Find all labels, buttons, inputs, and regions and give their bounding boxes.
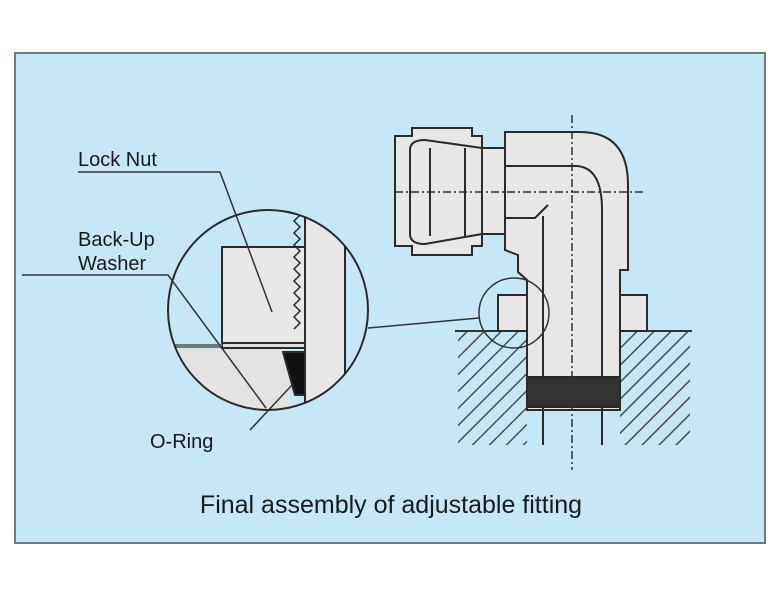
label-backup-washer-1: Back-Up: [78, 229, 155, 251]
detail-circle: [167, 209, 369, 411]
detail-marker: [478, 277, 550, 349]
label-backup-washer-2: Washer: [78, 253, 147, 275]
ground-section: [455, 330, 692, 445]
centerlines: [395, 115, 645, 470]
label-o-ring: O-Ring: [150, 431, 213, 453]
label-lock-nut: Lock Nut: [78, 149, 157, 171]
diagram-caption: Final assembly of adjustable fitting: [200, 491, 582, 519]
leader-lines: [22, 171, 293, 431]
